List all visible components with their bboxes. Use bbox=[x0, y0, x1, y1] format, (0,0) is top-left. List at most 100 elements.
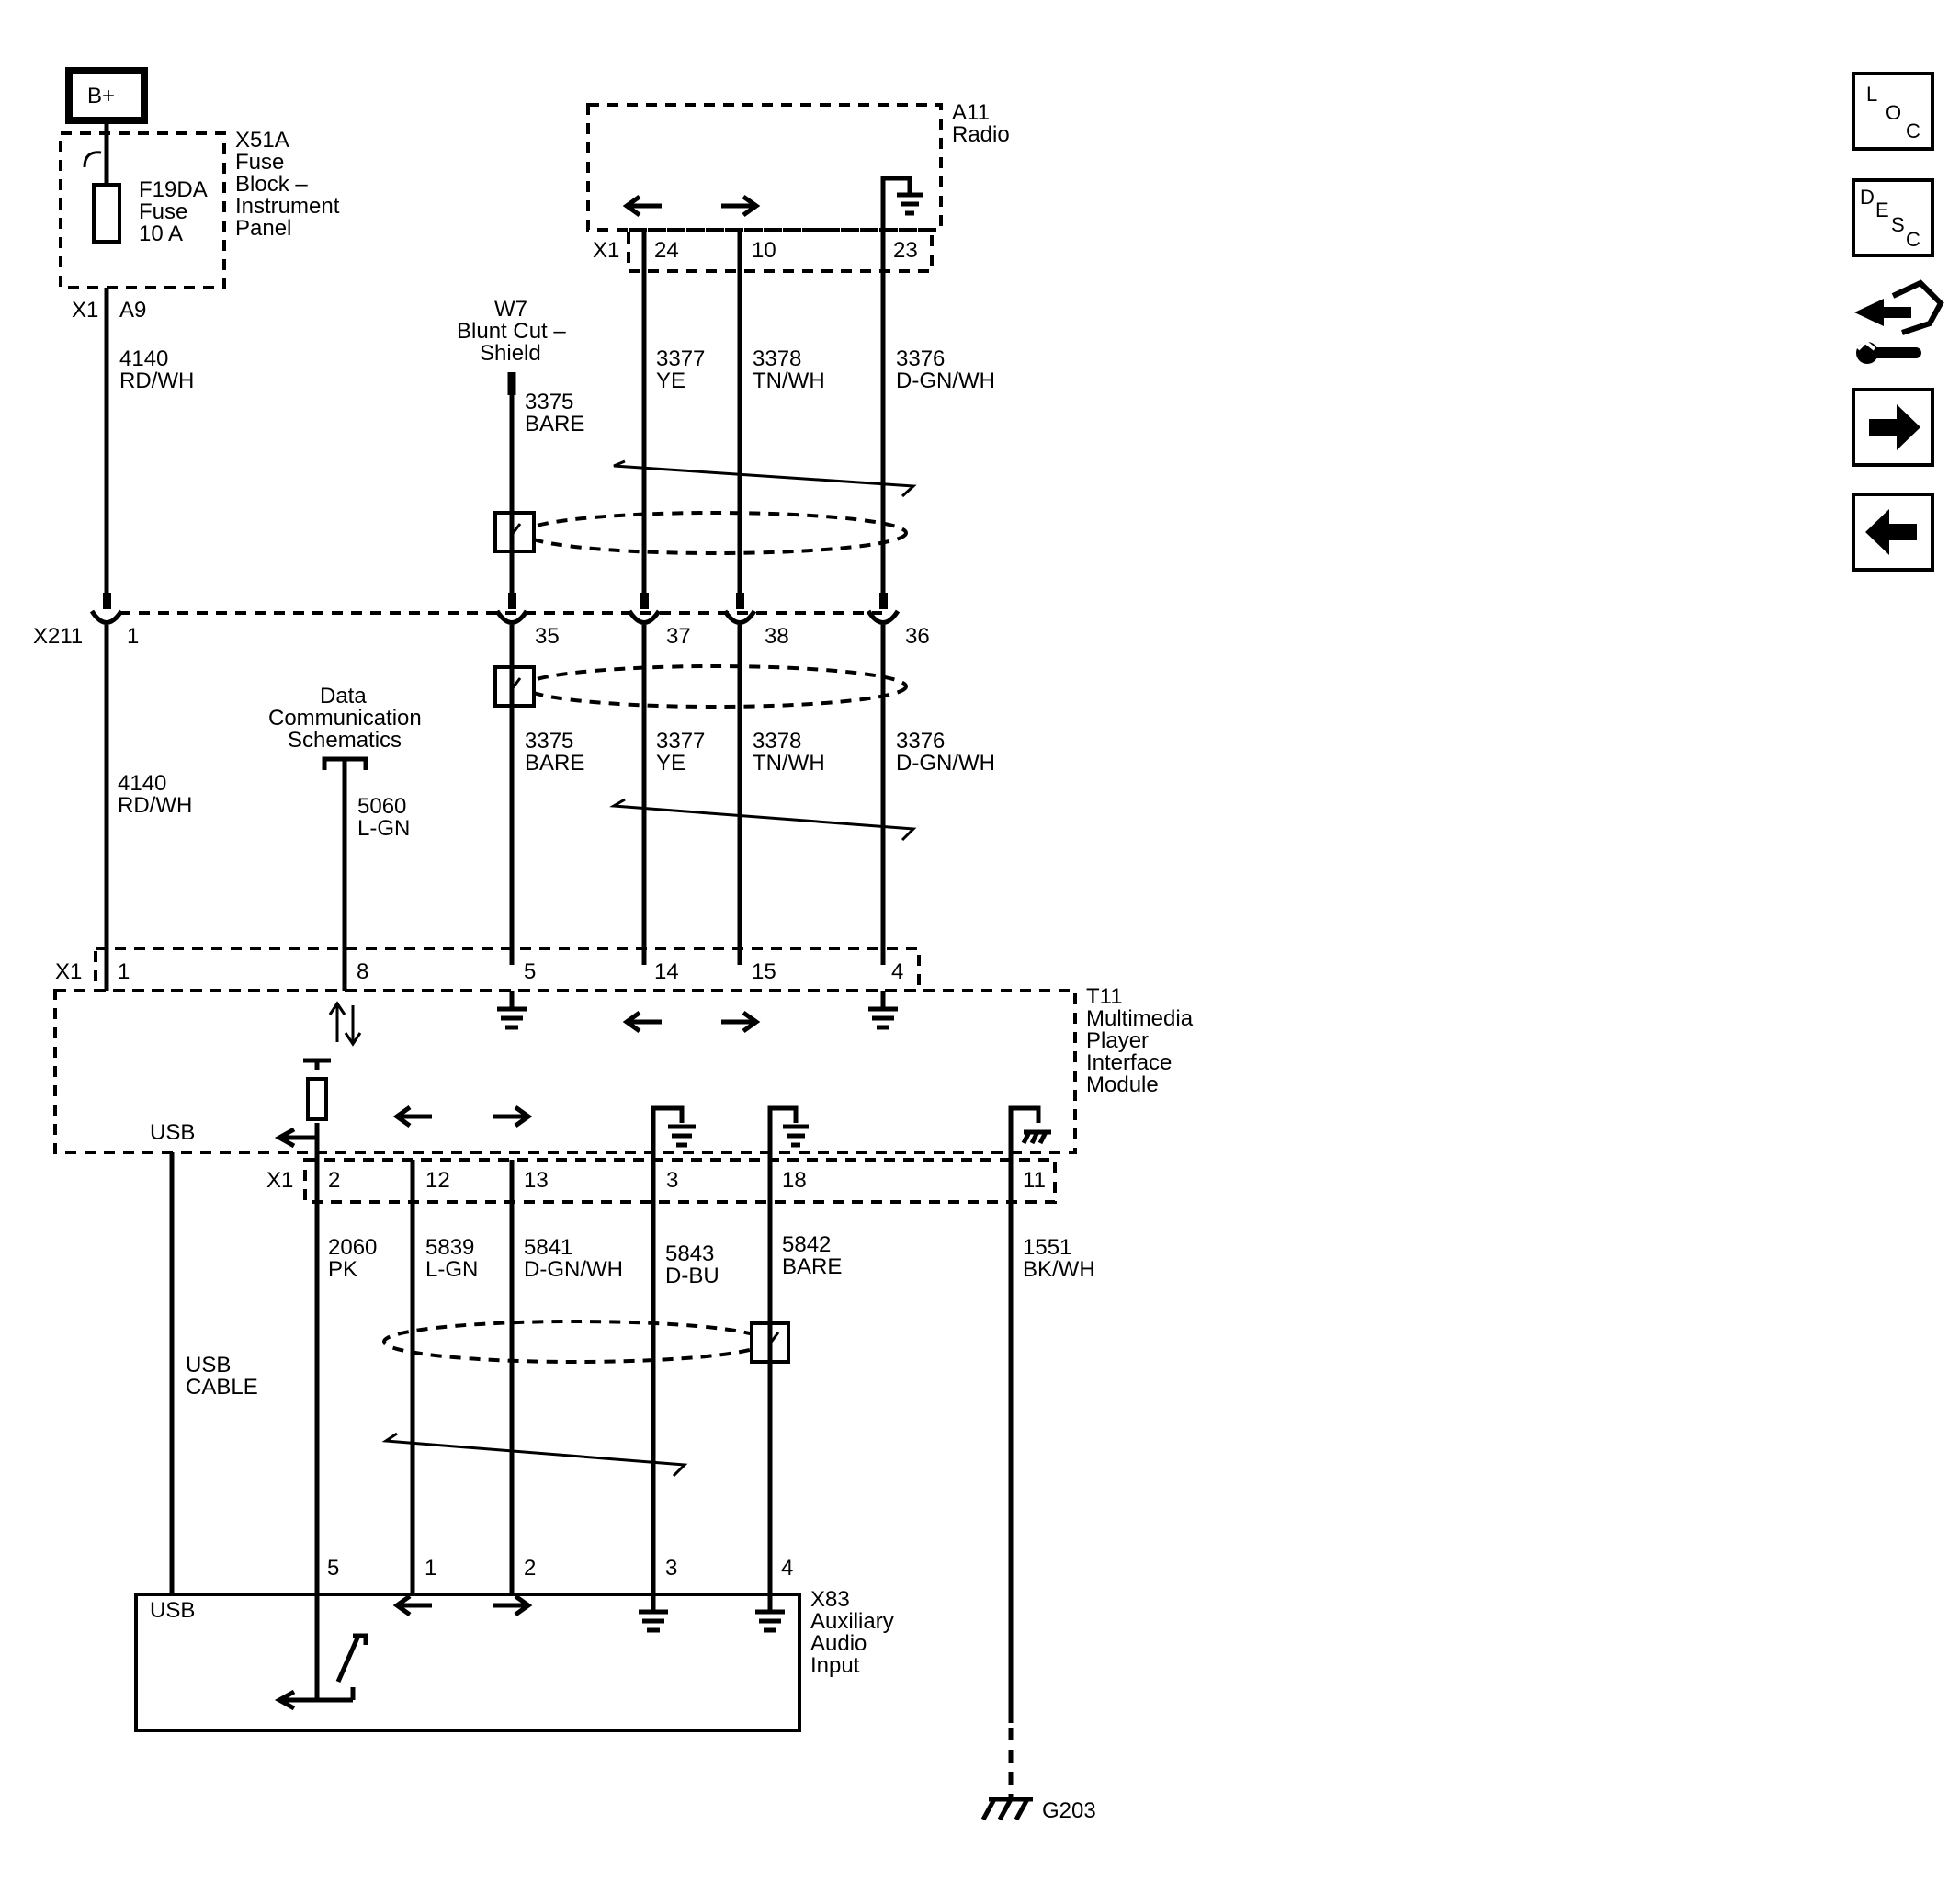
lower-wire-2060-color: PK bbox=[328, 1257, 357, 1282]
x211-pin-1: 1 bbox=[127, 624, 139, 649]
next-arrow-icon[interactable] bbox=[1852, 388, 1934, 467]
middle-wire-3376-color: D-GN/WH bbox=[896, 751, 995, 776]
shield-ellipse-lower bbox=[382, 1320, 768, 1364]
aux-desc-3: Input bbox=[810, 1653, 860, 1678]
lower-wire-5843-color: D-BU bbox=[665, 1264, 719, 1288]
module-arrow-right-15 bbox=[721, 1010, 761, 1034]
x211-pin-37: 37 bbox=[666, 624, 691, 649]
upper-wire-3375-color: BARE bbox=[525, 412, 584, 436]
lower-wire-5843-circuit: 5843 bbox=[665, 1241, 714, 1266]
shield-name: W7 bbox=[494, 297, 527, 322]
radio-pin-24: 24 bbox=[654, 238, 679, 263]
module-top-connector bbox=[94, 947, 921, 992]
shield-drain-middle-tick bbox=[510, 677, 522, 690]
fuse-block-desc-4: Panel bbox=[235, 216, 291, 241]
svg-text:L: L bbox=[1866, 83, 1877, 106]
x211-pin-38: 38 bbox=[765, 624, 789, 649]
fuse-block-desc-1: Fuse bbox=[235, 150, 284, 175]
module-bottom-pin-2: 2 bbox=[328, 1168, 340, 1193]
shield-ellipse-upper bbox=[522, 511, 908, 555]
aux-pin-4: 4 bbox=[781, 1556, 793, 1581]
svg-text:E: E bbox=[1875, 198, 1889, 221]
aux-arrow-right-2 bbox=[493, 1593, 533, 1617]
aux-ground-4 bbox=[755, 1594, 785, 1633]
module-usb-label: USB bbox=[150, 1120, 195, 1145]
upper-wire-3376-color: D-GN/WH bbox=[896, 368, 995, 393]
module-bottom-pin-13: 13 bbox=[524, 1168, 549, 1193]
loc-icon[interactable]: L O C bbox=[1852, 72, 1934, 151]
radio-ground-symbol bbox=[880, 176, 923, 230]
module-outline bbox=[53, 989, 1077, 1154]
desc-icon[interactable]: D E S C bbox=[1852, 178, 1934, 257]
back-arrow-icon[interactable] bbox=[1852, 493, 1934, 572]
aux-pin-3: 3 bbox=[665, 1556, 677, 1581]
twisted-pair-upper bbox=[613, 459, 917, 498]
data-comm-line-2: Communication bbox=[268, 706, 422, 731]
fuse-pin: A9 bbox=[119, 298, 146, 323]
upper-wire-3375-circuit: 3375 bbox=[525, 390, 573, 414]
x211-name: X211 bbox=[33, 624, 83, 649]
module-pullup-resistor bbox=[303, 1058, 331, 1160]
shield-drain-lower-tick bbox=[768, 1332, 780, 1344]
middle-wire-4140-color: RD/WH bbox=[118, 793, 192, 818]
radio-arrow-left bbox=[622, 194, 662, 218]
module-ground-5 bbox=[497, 991, 527, 1030]
lower-wire-5841-color: D-GN/WH bbox=[524, 1257, 623, 1282]
module-desc-2: Player bbox=[1086, 1028, 1149, 1053]
shield-ellipse-middle bbox=[522, 664, 908, 709]
fuse-rating: 10 A bbox=[139, 221, 183, 246]
lower-wire-5841-circuit: 5841 bbox=[524, 1235, 572, 1260]
x211-terminals bbox=[89, 593, 901, 625]
svg-text:O: O bbox=[1886, 101, 1901, 124]
module-bottom-conn: X1 bbox=[266, 1168, 293, 1193]
twisted-pair-lower bbox=[381, 1432, 688, 1478]
svg-text:S: S bbox=[1891, 213, 1905, 236]
module-ground-4 bbox=[868, 991, 898, 1030]
radio-name: A11 bbox=[952, 100, 990, 125]
upper-wire-3378-color: TN/WH bbox=[753, 368, 825, 393]
svg-text:C: C bbox=[1906, 228, 1920, 251]
module-arrow-left-14 bbox=[622, 1010, 662, 1034]
module-top-pin-4: 4 bbox=[891, 959, 903, 984]
radio-arrow-right bbox=[721, 194, 761, 218]
ground-label: G203 bbox=[1042, 1798, 1096, 1823]
fuse-name: F19DA bbox=[139, 177, 208, 202]
fuse-block-desc-2: Block – bbox=[235, 172, 308, 197]
usb-cable-line-1: USB bbox=[186, 1353, 231, 1377]
radio-pin-10: 10 bbox=[752, 238, 776, 263]
fuse-line2: Fuse bbox=[139, 199, 187, 224]
aux-ground-3 bbox=[639, 1594, 668, 1633]
middle-wire-3377-circuit: 3377 bbox=[656, 729, 705, 754]
middle-wire-3377-color: YE bbox=[656, 751, 685, 776]
svg-text:D: D bbox=[1860, 186, 1875, 209]
module-ground-18 bbox=[767, 1105, 809, 1160]
aux-name: X83 bbox=[810, 1587, 850, 1612]
data-bidirectional-arrows bbox=[328, 1001, 362, 1047]
aux-usb-label: USB bbox=[150, 1598, 195, 1623]
module-name: T11 bbox=[1086, 984, 1123, 1009]
module-top-conn: X1 bbox=[55, 959, 82, 984]
module-top-pin-5: 5 bbox=[524, 959, 536, 984]
module-ground-3 bbox=[651, 1105, 696, 1160]
aux-box bbox=[134, 1593, 801, 1732]
module-top-pin-8: 8 bbox=[357, 959, 368, 984]
module-chassis-ground-11 bbox=[1008, 1105, 1051, 1160]
module-top-pin-15: 15 bbox=[752, 959, 776, 984]
module-top-pin-1: 1 bbox=[118, 959, 130, 984]
fuse-element bbox=[92, 183, 121, 244]
lower-wire-5842-circuit: 5842 bbox=[782, 1232, 831, 1257]
repair-icon[interactable] bbox=[1854, 279, 1944, 364]
upper-wire-3377-circuit: 3377 bbox=[656, 346, 705, 371]
shield-desc-1: Blunt Cut – bbox=[457, 319, 566, 344]
fuse-block-desc-3: Instrument bbox=[235, 194, 340, 219]
usb-cable-line-2: CABLE bbox=[186, 1375, 258, 1400]
fuse-block-outline bbox=[59, 131, 226, 289]
middle-wire-3378-color: TN/WH bbox=[753, 751, 825, 776]
module-arrow-left-12 bbox=[392, 1105, 432, 1128]
fuse-clip bbox=[83, 151, 102, 168]
data-comm-line-3: Schematics bbox=[288, 728, 402, 753]
upper-wire-3378-circuit: 3378 bbox=[753, 346, 801, 371]
aux-detect-switch bbox=[274, 1594, 368, 1711]
module-resistor-body bbox=[306, 1077, 328, 1121]
